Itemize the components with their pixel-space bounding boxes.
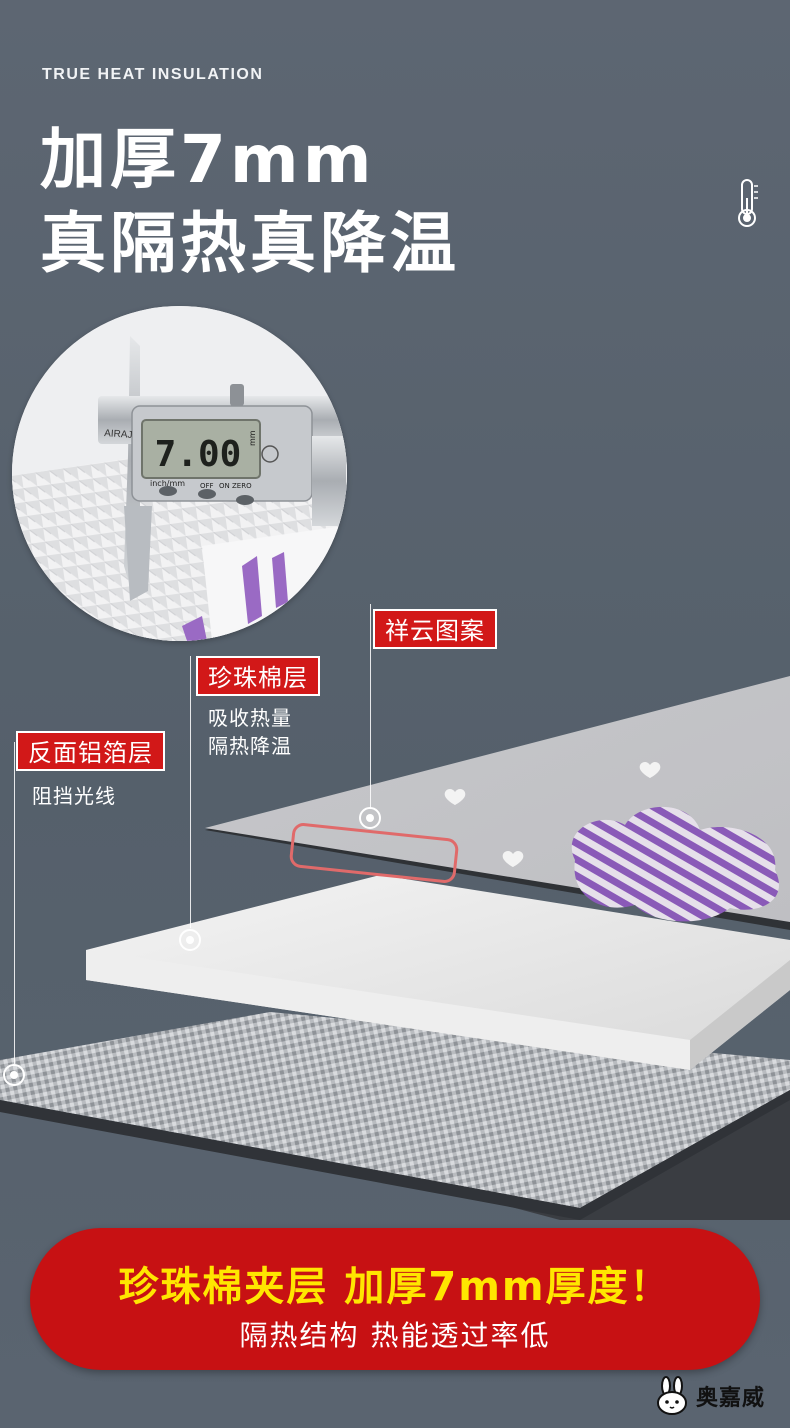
layer-tag-pearl-cotton: 珍珠棉层	[196, 656, 320, 696]
caliper-brand: AIRAJ	[104, 428, 133, 441]
callout-line-cloud	[370, 604, 371, 808]
callout-dot-cloud	[359, 807, 381, 829]
callout-dot-foil	[3, 1064, 25, 1086]
thermometer-icon	[738, 179, 758, 227]
foil-desc-line-1: 阻挡光线	[32, 784, 116, 808]
caliper-on-label: ON	[219, 482, 230, 490]
caliper-scale-label: inch/mm	[150, 479, 185, 488]
callout-line-foil	[14, 742, 15, 1064]
layer-tag-foil: 反面铝箔层	[16, 731, 165, 771]
promo-banner: 珍珠棉夹层 加厚7mm厚度！ 隔热结构 热能透过率低	[30, 1228, 760, 1370]
banner-subtext: 隔热结构 热能透过率低	[239, 1319, 551, 1352]
brand-mark: 奥嘉威	[654, 1376, 765, 1416]
layer-tag-cloud-pattern: 祥云图案	[373, 609, 497, 649]
layer-illustration	[0, 676, 790, 1220]
caliper-zero-label: ZERO	[232, 482, 252, 490]
rabbit-logo-icon	[657, 1376, 687, 1415]
headline-line-1: 加厚7mm	[40, 121, 376, 198]
caliper-off-label: OFF	[200, 482, 214, 490]
pearl-desc-line-1: 吸收热量	[208, 706, 292, 730]
pearl-desc-line-2: 隔热降温	[208, 734, 292, 758]
pearl-cotton-description: 吸收热量 隔热降温	[208, 704, 292, 760]
headline-line-2: 真隔热真降温	[40, 205, 460, 282]
caliper-unit: mm	[248, 430, 257, 446]
caliper-measurement-photo: 7.00 mm inch/mm OFF ON ZERO AIRAJ	[12, 306, 347, 641]
foil-description: 阻挡光线	[32, 782, 116, 810]
caliper-illustration: 7.00 mm inch/mm OFF ON ZERO AIRAJ	[12, 306, 347, 641]
callout-dot-pearl	[179, 929, 201, 951]
brand-name: 奥嘉威	[696, 1386, 766, 1411]
banner-headline: 珍珠棉夹层 加厚7mm厚度！	[118, 1264, 672, 1310]
caliper-reading: 7.00	[155, 434, 242, 475]
callout-line-pearl	[190, 656, 191, 928]
eyebrow-text: TRUE HEAT INSULATION	[42, 66, 264, 83]
